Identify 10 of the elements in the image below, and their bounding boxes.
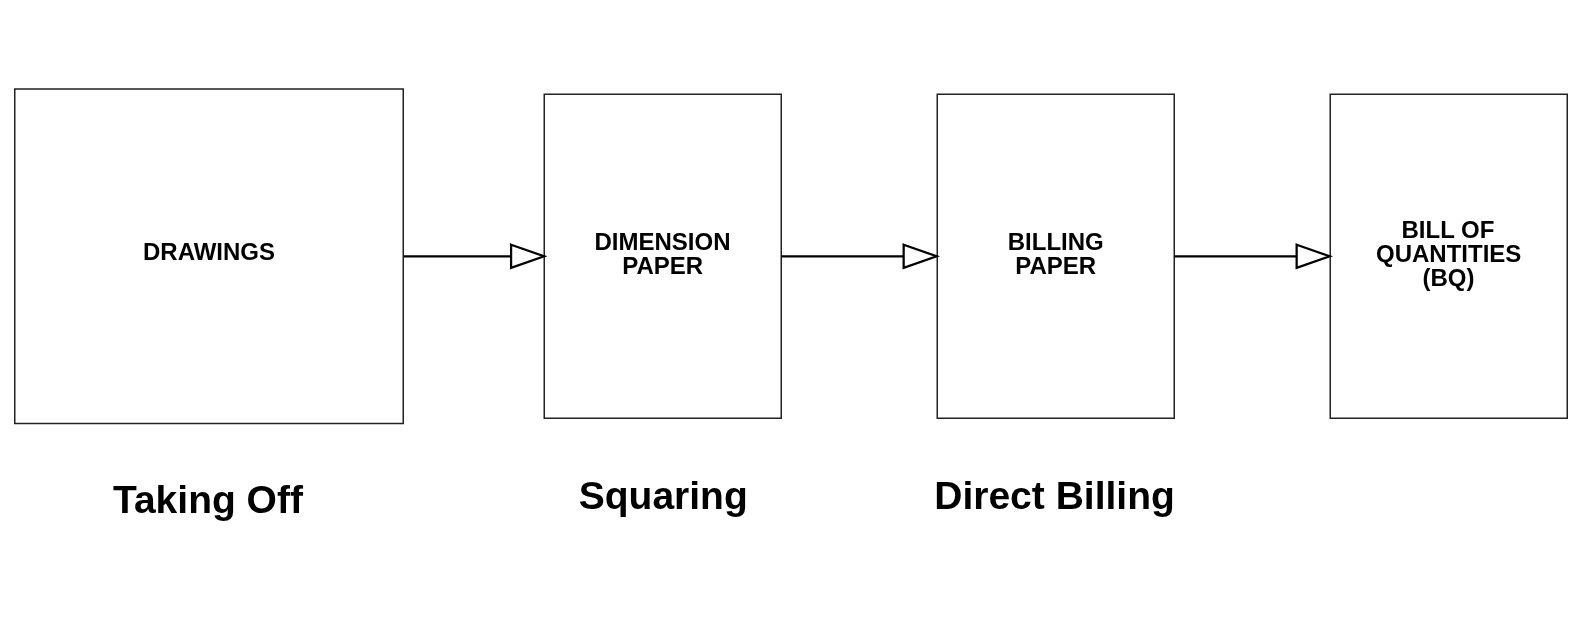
- arrow: [403, 243, 548, 270]
- arrow: [1174, 243, 1334, 270]
- node-box: DRAWINGS: [14, 88, 404, 425]
- node-box: BILL OF QUANTITIES (BQ): [1329, 93, 1568, 419]
- label: Squaring: [578, 473, 748, 517]
- label: Direct Billing: [934, 473, 1175, 517]
- node-box: BILLING PAPER: [936, 93, 1175, 419]
- node-box: DIMENSION PAPER: [543, 93, 782, 419]
- arrow: [781, 243, 941, 270]
- label: Taking Off: [113, 478, 303, 522]
